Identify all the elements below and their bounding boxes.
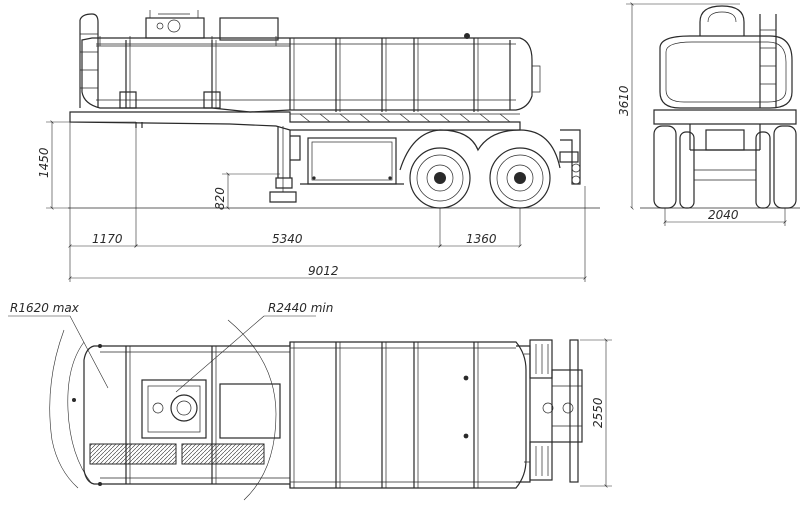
dim-track-width: 2040: [708, 208, 739, 222]
dim-overall-width: 2550: [591, 397, 605, 428]
tank-body: [79, 10, 541, 113]
side-view: [68, 10, 600, 209]
dim-turning-radius-rear: R2440 min: [268, 301, 333, 315]
dim-wheelbase: 5340: [272, 232, 303, 246]
dim-axle-spread: 1360: [466, 232, 497, 246]
toolbox: [300, 137, 404, 185]
side-view-dimensions: 1450 820 1170 5340 1360 9012: [37, 120, 587, 282]
top-view: [72, 339, 583, 489]
rear-view-dimensions: 3610 2040: [617, 2, 787, 226]
suspension: [399, 129, 581, 185]
wheel-front: [409, 147, 471, 209]
dim-turning-radius-front: R1620 max: [10, 301, 80, 315]
dim-overall-length: 9012: [308, 264, 339, 278]
wheel-rear: [489, 147, 551, 209]
dim-overhang-front: 1170: [92, 232, 123, 246]
chassis-frame: [69, 111, 521, 131]
dim-overall-height: 3610: [617, 85, 631, 116]
dim-landing-gear-height: 820: [213, 187, 227, 210]
landing-gear: [269, 126, 301, 203]
dim-fifth-wheel-height: 1450: [37, 147, 51, 178]
top-view-dimensions: 2550: [580, 338, 612, 488]
rear-view: [640, 5, 800, 209]
turning-radii: R1620 max R2440 min: [8, 301, 333, 501]
